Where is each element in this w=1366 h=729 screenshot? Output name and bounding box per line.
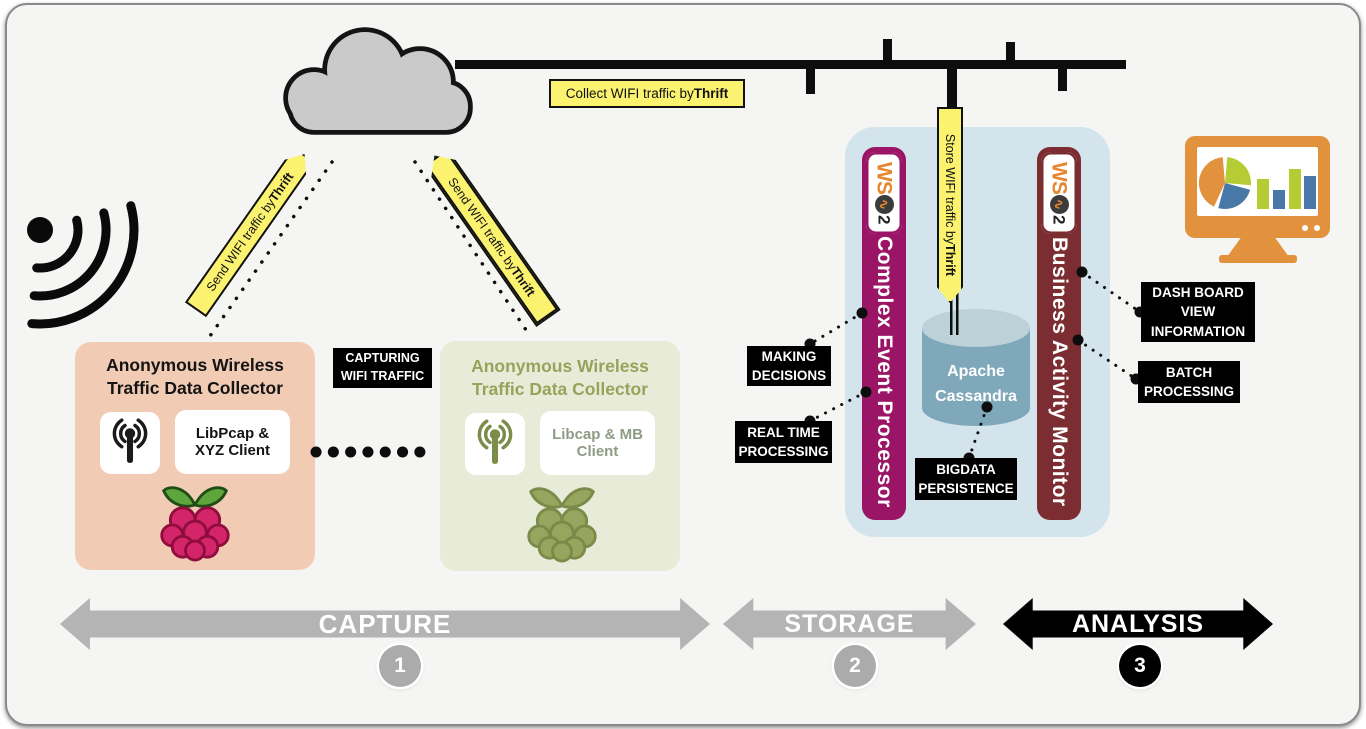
storage-label: STORAGE	[784, 609, 915, 638]
bam-label: Business Activity Monitor	[1048, 237, 1071, 507]
analysis-label: ANALYSIS	[1071, 609, 1205, 638]
wso2-o-icon: ∿	[874, 194, 894, 214]
cloud-icon	[283, 27, 473, 135]
annotation-capturing-wifi-traffic: CAPTURING WIFI TRAFFIC	[333, 348, 432, 388]
collector-right-title: Anonymous Wireless Traffic Data Collecto…	[471, 356, 649, 400]
stage-3-text: 3	[1134, 654, 1146, 677]
wso2-two: 2	[1049, 214, 1069, 225]
collector-right-antenna-box	[465, 413, 525, 475]
stage-number-2: 2	[834, 645, 876, 687]
stage-number-3: 3	[1119, 645, 1161, 687]
annotation-real-time-processing: REAL TIME PROCESSING	[735, 421, 832, 463]
raspberry-pi-logo-mono	[527, 487, 597, 563]
store-traffic-arrow: Store WIFI traffic by Thrift	[937, 107, 963, 303]
collect-traffic-text: Collect WIFI traffic by	[565, 86, 694, 101]
collect-traffic-bold: Thrift	[693, 86, 729, 101]
dashboard-monitor-icon	[1185, 136, 1330, 264]
antenna-icon	[112, 418, 148, 463]
capturing-line1: CAPTURING	[345, 351, 420, 366]
wso2-o-icon: ∿	[1049, 194, 1069, 214]
dashboard-line3: INFORMATION	[1150, 323, 1246, 339]
making-line2: DECISIONS	[751, 368, 827, 383]
cassandra-line2: Cassandra	[935, 387, 1017, 405]
making-line1: MAKING	[761, 348, 817, 364]
realtime-line1: REAL TIME	[747, 424, 820, 440]
annotation-making-decisions: MAKING DECISIONS	[747, 346, 831, 386]
link-endpoint-dots	[804, 266, 1146, 464]
monitor-base	[1219, 255, 1297, 263]
annotation-batch-processing: BATCH PROCESSING	[1138, 361, 1240, 403]
wifi-signal-icon	[27, 201, 139, 329]
complex-event-processor-bar: WS ∿ 2 Complex Event Processor	[862, 147, 906, 520]
wso2-two: 2	[874, 214, 894, 225]
wso2-ws: WS	[872, 161, 896, 194]
cep-label: Complex Event Processor	[873, 236, 896, 508]
collector-left: Anonymous Wireless Traffic Data Collecto…	[75, 342, 315, 570]
wso2-logo: WS ∿ 2	[1041, 152, 1077, 234]
dashboard-line2: VIEW	[1180, 304, 1216, 320]
store-bold: Thrift	[943, 244, 957, 277]
collector-right-client-box: Libcap & MB Client	[540, 411, 655, 475]
cassandra-line1: Apache	[947, 363, 1005, 380]
monitor-dot	[1314, 225, 1320, 231]
apache-cassandra-cylinder: Apache Cassandra	[922, 308, 1030, 430]
annotation-bigdata-persistence: BIGDATA PERSISTENCE	[915, 458, 1017, 500]
annotation-dashboard-view-information: DASH BOARD VIEW INFORMATION	[1141, 282, 1255, 342]
dotted-links	[208, 160, 1142, 460]
stage-2-text: 2	[849, 654, 861, 677]
realtime-line2: PROCESSING	[738, 444, 829, 459]
collector-left-antenna-box	[100, 412, 160, 474]
collector-left-title: Anonymous Wireless Traffic Data Collecto…	[106, 355, 284, 399]
wso2-ws: WS	[1047, 161, 1071, 194]
cylinder-shape	[922, 309, 1030, 426]
collector-left-client-box: LibPcap & XYZ Client	[175, 410, 290, 474]
bigdata-line2: PERSISTENCE	[918, 481, 1014, 496]
batch-line1: BATCH	[1165, 364, 1213, 380]
bigdata-line1: BIGDATA	[936, 461, 996, 477]
monitor-screen	[1197, 147, 1318, 216]
capture-label: CAPTURE	[318, 608, 452, 639]
monitor-stand	[1227, 238, 1289, 257]
stage-number-1: 1	[379, 645, 421, 687]
dashboard-line1: DASH BOARD	[1152, 285, 1244, 301]
business-activity-monitor-bar: WS ∿ 2 Business Activity Monitor	[1037, 147, 1081, 520]
store-text: Store WIFI traffic by	[943, 133, 957, 245]
dashboard-charts-icon	[1198, 157, 1316, 209]
raspberry-pi-logo	[160, 486, 230, 562]
wso2-logo: WS ∿ 2	[866, 152, 902, 234]
monitor-frame	[1185, 136, 1330, 238]
stage-1-text: 1	[394, 654, 406, 677]
antenna-icon	[477, 419, 513, 464]
collect-traffic-label: Collect WIFI traffic by Thrift	[549, 79, 745, 108]
batch-line2: PROCESSING	[1143, 384, 1235, 399]
collector-right: Anonymous Wireless Traffic Data Collecto…	[440, 341, 680, 571]
capturing-line2: WIFI TRAFFIC	[340, 369, 425, 383]
monitor-dot	[1302, 225, 1308, 231]
